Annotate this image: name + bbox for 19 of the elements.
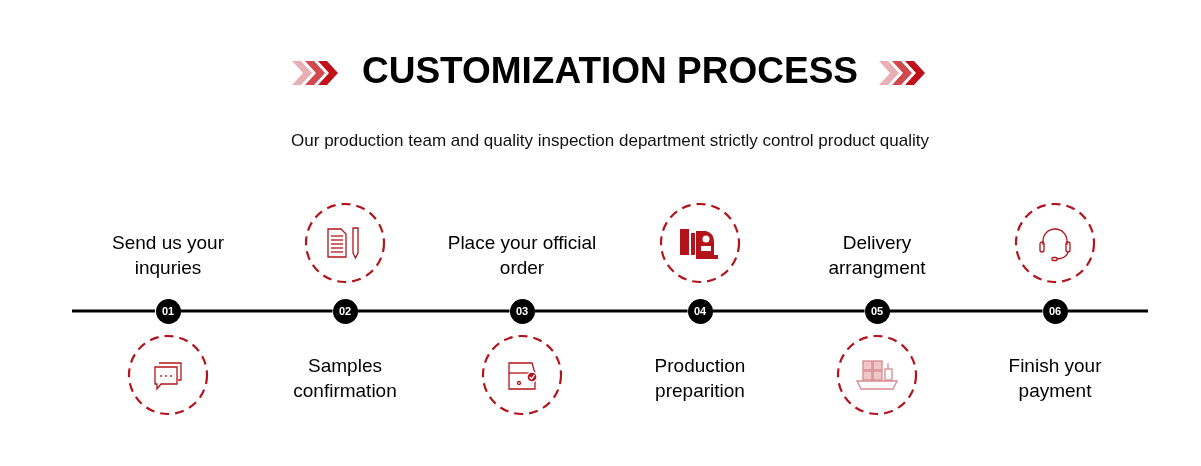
step-label: Finish your payment — [1007, 354, 1103, 403]
step-label: Delivery arrangment — [827, 231, 927, 280]
step-label: Place your official order — [446, 231, 598, 280]
timeline-line — [889, 309, 1043, 313]
step-label: Production preparition — [653, 354, 747, 403]
timeline-line — [357, 309, 510, 313]
timeline-line — [180, 309, 333, 313]
step-label: Samples confirmation — [292, 354, 398, 403]
timeline-line — [534, 309, 688, 313]
step-number-badge: 01 — [155, 298, 181, 324]
step-number-badge: 02 — [332, 298, 358, 324]
step-number-badge: 04 — [687, 298, 713, 324]
step-number-badge: 06 — [1042, 298, 1068, 324]
subtitle: Our production team and quality inspection department strictly control product quality — [290, 131, 930, 151]
step-number-badge: 03 — [509, 298, 535, 324]
title: CUSTOMIZATION PROCESS — [360, 50, 860, 92]
timeline-line — [712, 309, 865, 313]
step-number-badge: 05 — [864, 298, 890, 324]
step-label: Send us your inquries — [111, 231, 225, 280]
